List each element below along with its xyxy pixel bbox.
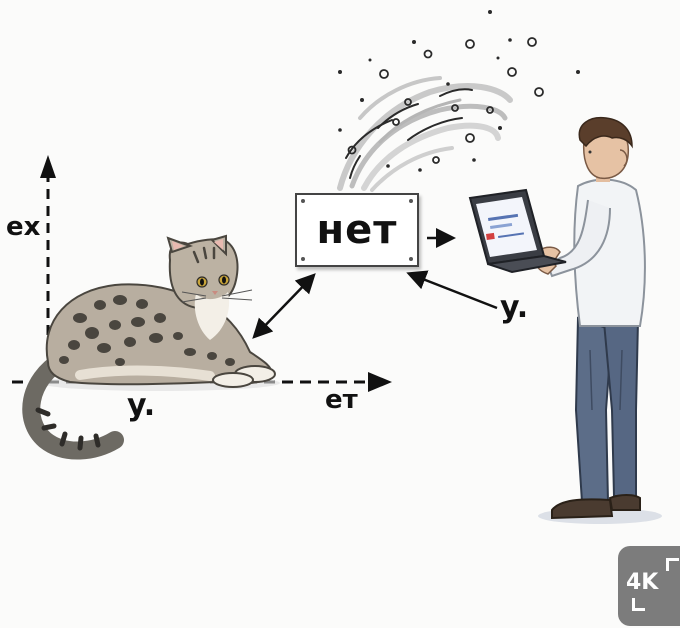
corner-bracket-icon [632,598,645,611]
data-particles [347,37,544,164]
resolution-badge[interactable]: 4K [618,546,680,626]
net-sign-box: нет [295,193,419,267]
arrow-person-box [406,270,498,310]
data-swirl [337,76,513,192]
y-axis [40,155,56,335]
cat-illustration [22,234,276,460]
arrow-cat-box [252,273,316,339]
person-label: y. [500,290,529,325]
pin-icon [409,257,413,261]
cat-label: y. [127,388,156,423]
person-illustration [468,116,662,524]
pin-icon [409,199,413,203]
pin-icon [301,257,305,261]
y-axis-label: ex [6,212,41,242]
data-dots [338,10,580,172]
x-axis-label: eт [325,385,358,415]
resolution-badge-label: 4K [626,570,659,595]
corner-bracket-icon [666,558,679,571]
pin-icon [301,199,305,203]
net-sign-text: нет [316,207,398,253]
